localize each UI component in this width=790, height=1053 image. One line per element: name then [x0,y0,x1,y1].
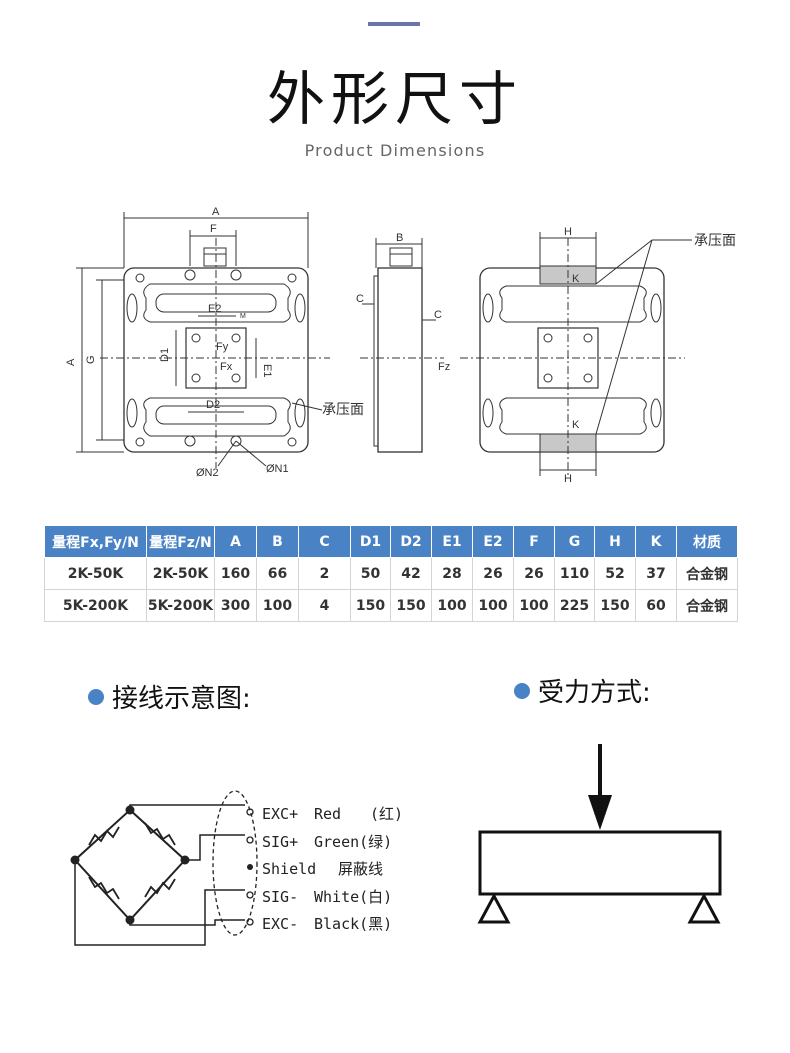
support-triangle-icon [477,892,511,924]
header-cell: 量程Fz/N [146,525,215,558]
table-cell: 37 [635,557,677,590]
dim-k-top: K [572,273,580,285]
dim-c2: C [434,309,442,321]
bullet-icon [88,688,104,705]
wiring-heading-text: 接线示意图: [112,684,251,714]
dim-k-bottom: K [572,419,580,431]
table-cell: 26 [472,557,514,590]
spec-table: 量程Fx,Fy/N 量程Fz/N A B C D1 D2 E1 E2 F G H… [44,525,738,622]
label-pressure-face-1: 承压面 [322,401,364,417]
page-title: 外形尺寸 [266,65,523,133]
header-cell: K [635,525,677,558]
table-row: 2K-50K 2K-50K 160 66 2 50 42 28 26 26 11… [44,557,738,590]
header-cell: B [256,525,299,558]
dim-h-bottom: H [564,473,572,485]
header-cell: 材质 [676,525,738,558]
support-triangle-icon [687,892,721,924]
dim-a-side: A [65,358,77,366]
header-cell: F [513,525,555,558]
table-cell: 52 [594,557,636,590]
wiring-diagram [70,790,258,946]
force-heading: 受力方式: [514,672,651,709]
table-cell: 100 [431,589,473,622]
header-cell: D2 [390,525,432,558]
dim-d2: D2 [206,399,220,411]
header-cell: A [214,525,257,558]
table-cell: 2 [298,557,351,590]
wire-sig-minus: SIG-White(白) [262,888,393,906]
table-cell: 4 [298,589,351,622]
bottom-view: H K K H 承压面 [460,226,736,485]
table-cell: 50 [350,557,391,590]
table-row: 5K-200K 5K-200K 300 100 4 150 150 100 10… [44,589,738,622]
header-cell: C [298,525,351,558]
label-fz: Fz [438,361,450,373]
table-cell: 26 [513,557,555,590]
header-cell: E2 [472,525,514,558]
table-cell: 42 [390,557,432,590]
header-cell: 量程Fx,Fy/N [44,525,147,558]
table-cell: 28 [431,557,473,590]
dim-d1: D1 [159,348,171,362]
dim-m: M [240,313,246,320]
force-heading-text: 受力方式: [538,678,651,708]
top-accent-bar [368,22,420,26]
dim-e1: E1 [261,364,273,377]
dim-f: F [210,223,217,235]
dim-g: G [85,355,97,364]
table-cell: 100 [513,589,555,622]
table-cell: 150 [594,589,636,622]
table-cell: 合金钢 [676,557,738,590]
header-cell: G [554,525,595,558]
table-cell: 100 [472,589,514,622]
label-fx: Fx [220,361,233,373]
arrow-down-icon [588,795,612,830]
dim-h-top: H [564,226,572,238]
table-cell: 160 [214,557,257,590]
table-cell: 66 [256,557,299,590]
table-cell: 300 [214,589,257,622]
label-pressure-face-2: 承压面 [694,232,736,248]
dim-c1: C [356,293,364,305]
wiring-heading: 接线示意图: [88,678,251,715]
force-diagram [477,744,722,924]
table-cell: 110 [554,557,595,590]
table-cell: 225 [554,589,595,622]
wire-sig-plus: SIG+Green(绿) [262,833,393,851]
wire-exc-plus: EXC+Red(红) [262,805,404,823]
wiring-terminals [246,808,254,926]
dim-n1: ØN1 [266,463,289,475]
table-cell: 合金钢 [676,589,738,622]
dim-e2: E2 [208,303,221,315]
table-cell: 150 [390,589,432,622]
header-cell: D1 [350,525,391,558]
table-cell: 60 [635,589,677,622]
header-cell: E1 [431,525,473,558]
side-view: B C C Fz [356,232,450,453]
table-cell: 5K-200K [44,589,147,622]
front-view: A F A G [65,206,364,479]
page-subtitle: Product Dimensions [304,141,486,160]
table-cell: 2K-50K [44,557,147,590]
dimension-drawing: A F A G [65,206,736,485]
header-cell: H [594,525,636,558]
dim-n2: ØN2 [196,467,219,479]
table-cell: 2K-50K [146,557,215,590]
dim-b: B [396,232,403,244]
table-cell: 150 [350,589,391,622]
bullet-icon [514,682,530,699]
table-cell: 5K-200K [146,589,215,622]
table-cell: 100 [256,589,299,622]
label-fy: Fy [216,341,229,353]
table-header-row: 量程Fx,Fy/N 量程Fz/N A B C D1 D2 E1 E2 F G H… [44,525,738,558]
wire-exc-minus: EXC-Black(黑) [262,915,393,933]
dim-a-top: A [212,206,220,218]
